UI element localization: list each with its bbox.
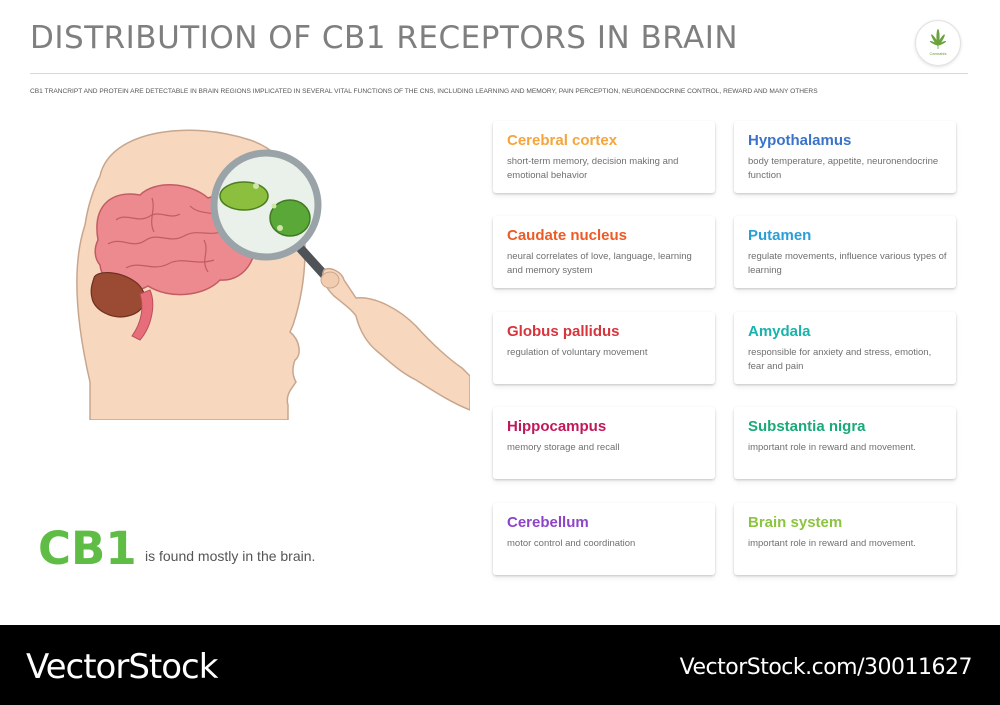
hand xyxy=(322,268,470,411)
region-card-cerebral-cortex: Cerebral cortex short-term memory, decis… xyxy=(493,121,715,193)
region-description: neural correlates of love, language, lea… xyxy=(507,251,692,276)
brain-stem xyxy=(131,289,154,341)
region-description: responsible for anxiety and stress, emot… xyxy=(748,347,932,372)
footer-bar: VectorStock VectorStock.com/30011627 xyxy=(0,625,1000,705)
region-name: Substantia nigra xyxy=(748,418,866,435)
region-name: Amydala xyxy=(748,323,811,340)
region-name: Brain system xyxy=(748,514,843,531)
footer-url[interactable]: VectorStock.com/30011627 xyxy=(679,655,973,680)
region-name: Hypothalamus xyxy=(748,132,852,149)
region-description: important role in reward and movement. xyxy=(748,442,916,453)
region-name: Cerebellum xyxy=(507,514,589,531)
region-card-substantia-nigra: Substantia nigra important role in rewar… xyxy=(734,407,956,479)
region-description: regulate movements, influence various ty… xyxy=(748,251,947,276)
region-name: Putamen xyxy=(748,227,812,244)
title-divider xyxy=(30,73,968,74)
region-card-brain-system: Brain system important role in reward an… xyxy=(734,503,956,575)
brain-cerebellum xyxy=(90,272,146,318)
region-description: short-term memory, decision making and e… xyxy=(507,156,679,181)
region-card-hippocampus: Hippocampus memory storage and recall xyxy=(493,407,715,479)
region-name: Globus pallidus xyxy=(507,323,620,340)
region-card-hypothalamus: Hypothalamus body temperature, appetite,… xyxy=(734,121,956,193)
region-card-caudate-nucleus: Caudate nucleus neural correlates of lov… xyxy=(493,216,715,288)
region-description: regulation of voluntary movement xyxy=(507,347,648,358)
cb1-heading: CB1 xyxy=(38,522,137,575)
region-description: memory storage and recall xyxy=(507,442,620,453)
cb1-note: is found mostly in the brain. xyxy=(145,548,316,564)
region-description: body temperature, appetite, neuronendocr… xyxy=(748,156,939,181)
logo-label: Cannabis xyxy=(929,51,947,56)
cannabis-leaf-icon xyxy=(929,29,947,49)
subtitle: CB1 trancript and protein are detectable… xyxy=(30,88,818,95)
region-description: motor control and coordination xyxy=(507,538,636,549)
head-illustration xyxy=(76,129,470,420)
region-name: Cerebral cortex xyxy=(507,132,618,149)
region-name: Hippocampus xyxy=(507,418,607,435)
cannabis-logo: Cannabis xyxy=(915,20,961,66)
region-card-cerebellum: Cerebellum motor control and coordinatio… xyxy=(493,503,715,575)
footer-brand[interactable]: VectorStock xyxy=(26,647,218,687)
region-card-globus-pallidus: Globus pallidus regulation of voluntary … xyxy=(493,312,715,384)
region-card-putamen: Putamen regulate movements, influence va… xyxy=(734,216,956,288)
page-title: Distribution of CB1 receptors in brain xyxy=(30,20,739,56)
region-card-amydala: Amydala responsible for anxiety and stre… xyxy=(734,312,956,384)
region-description: important role in reward and movement. xyxy=(748,538,916,549)
region-name: Caudate nucleus xyxy=(507,227,628,244)
